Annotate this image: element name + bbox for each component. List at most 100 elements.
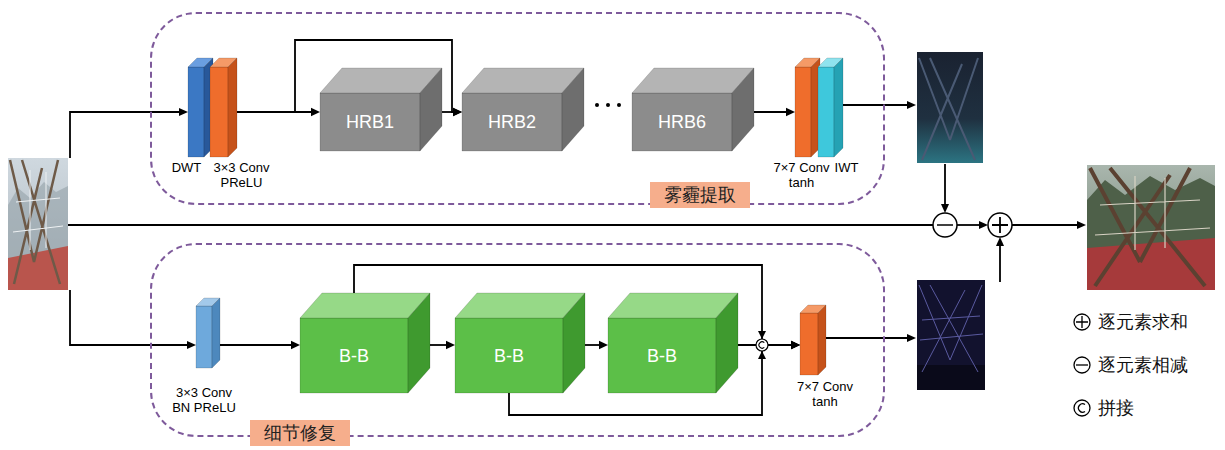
legend-text: 逐元素求和 [1098, 311, 1188, 333]
block-front [795, 67, 811, 157]
arrowhead [941, 204, 949, 213]
arrowhead [179, 108, 188, 116]
slab-shape [210, 58, 237, 157]
connector-line [220, 344, 293, 346]
operator-circle [756, 339, 768, 351]
block-side [228, 58, 237, 157]
block-label: HRB1 [346, 111, 394, 133]
connector-line [585, 344, 601, 346]
arrow-connector [754, 108, 795, 116]
block-label: B-B [339, 345, 369, 367]
block-front [210, 67, 228, 157]
concat-operator [756, 331, 768, 359]
residual-block: B-B [608, 293, 738, 393]
slab-shape [196, 298, 220, 368]
block-side [212, 298, 220, 368]
arrowhead [453, 108, 462, 116]
block-side [716, 293, 738, 393]
haze-map-image [917, 52, 983, 163]
plus-sign [992, 217, 1008, 233]
input-to-conv-line [70, 290, 188, 345]
slab-shape [188, 58, 213, 157]
detail-dark-band [917, 365, 985, 390]
dot [595, 103, 599, 107]
operator-circle [988, 213, 1012, 237]
slab-shape [818, 58, 843, 157]
photo-frame [1090, 168, 1205, 286]
input-to-dwt-line [70, 112, 180, 158]
concat-symbol [1074, 400, 1090, 416]
block-side [420, 68, 442, 151]
arrow-connector [585, 341, 608, 349]
slab-shape [800, 305, 826, 375]
arrowhead [758, 351, 766, 359]
block-top [455, 293, 585, 318]
block-label: HRB6 [658, 111, 706, 133]
cube-shape [300, 293, 430, 393]
cube-shape [608, 293, 738, 393]
arrowhead [979, 221, 988, 229]
arrowhead [1077, 221, 1086, 229]
block-side [563, 293, 585, 393]
minus-sign [937, 224, 953, 226]
arrow-connector [220, 341, 300, 349]
photo-ropes [1095, 176, 1210, 250]
detail-edges [919, 285, 983, 372]
block-front [462, 93, 562, 151]
arrowhead [453, 108, 462, 116]
layer-label: IWT [827, 160, 867, 175]
operator-circle [933, 213, 957, 237]
conv-to-detail-line [826, 337, 908, 339]
connector-line [754, 111, 788, 113]
residual-block: HRB2 [462, 68, 584, 151]
layer-label: DWT [167, 160, 207, 175]
cube-shape [632, 68, 754, 151]
module-heading: 雾霾提取 [650, 182, 750, 208]
subtract-symbol [1074, 357, 1090, 373]
block-front [196, 306, 212, 368]
block-side [834, 58, 843, 157]
cube-shape [455, 293, 585, 393]
photo-frame [10, 160, 60, 284]
connector-line [430, 344, 448, 346]
block-front [608, 318, 716, 393]
cube-shape [320, 68, 442, 151]
residual-block: B-B [455, 293, 585, 393]
add-symbol [1074, 314, 1090, 330]
block-front [800, 313, 818, 375]
block-side [732, 68, 754, 151]
block-front [818, 67, 834, 157]
slab-shape [795, 58, 820, 157]
layer-label: 7×7 Conv tanh [792, 379, 858, 409]
photo-ground [1087, 238, 1215, 290]
cube-shape [462, 68, 584, 151]
block-side [408, 293, 430, 393]
block-top [300, 293, 430, 318]
layer-slab: 7×7 Conv tanh [795, 58, 820, 157]
arrowhead [446, 341, 455, 349]
dashed-module-group: 雾霾提取 DWT3×3 Conv PReLU HRB1 HRB2HRB6 7×7 Con… [150, 12, 885, 205]
arrowhead [291, 341, 300, 349]
block-front [320, 93, 420, 151]
residual-block: HRB6 [632, 68, 754, 151]
photo-sky [1087, 165, 1215, 290]
block-label: B-B [647, 345, 677, 367]
add-to-output-line [1012, 224, 1078, 226]
layer-label: 3×3 Conv BN PReLU [168, 385, 240, 415]
detail-map-image [917, 280, 985, 390]
layer-slab: 3×3 Conv PReLU [210, 58, 237, 157]
legend-text: 逐元素相减 [1098, 354, 1188, 376]
arrowhead [907, 334, 916, 342]
arrowhead [996, 237, 1004, 246]
concat-sign [1078, 404, 1085, 412]
arrowhead [791, 341, 800, 349]
legend-text: 拼接 [1098, 397, 1134, 419]
residual-block: HRB1 [320, 68, 442, 151]
module-heading: 细节修复 [250, 420, 350, 446]
arrowhead [187, 341, 196, 349]
layer-slab: DWT [188, 58, 213, 157]
concat-sign [759, 342, 764, 348]
legend-symbols [1074, 314, 1090, 416]
layer-slab: IWT [818, 58, 843, 157]
dashed-module-group: 细节修复3×3 Conv BN PReLUB-BB-BB-B7×7 Conv t… [150, 243, 885, 437]
